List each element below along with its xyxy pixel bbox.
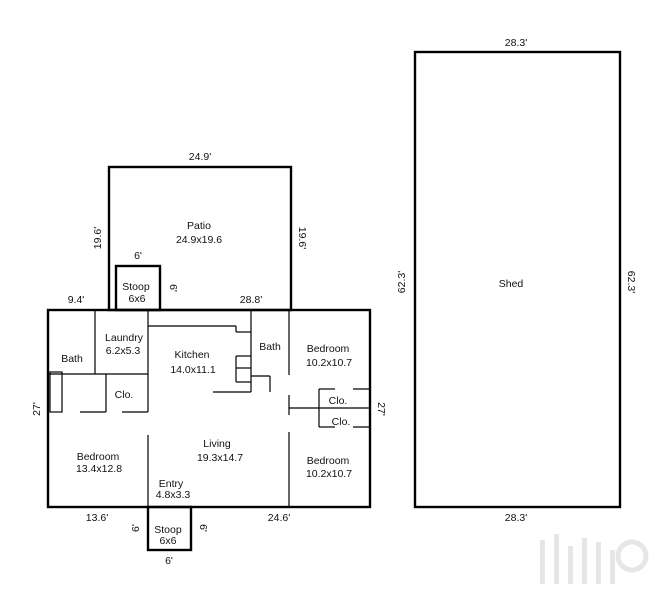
front-stoop-outline	[146, 505, 193, 552]
shed-left-label: 62.3'	[396, 271, 408, 293]
house-top-right-label: 28.8'	[240, 294, 262, 306]
bathtub	[49, 371, 63, 413]
house-bottom-right-label: 24.6'	[268, 512, 290, 524]
back-stoop-name: Stoop	[122, 281, 150, 293]
bedroom-ne-size: 10.2x10.7	[306, 357, 352, 369]
shed-top-label: 28.3'	[505, 37, 527, 49]
house-top-left-label: 9.4'	[68, 294, 85, 306]
house-left-label: 27'	[31, 402, 43, 416]
shed-right-label: 62.3'	[625, 271, 637, 293]
patio-size: 24.9x19.6	[176, 234, 222, 246]
bedroom-ne-name: Bedroom	[307, 343, 350, 355]
front-stoop-name: Stoop	[154, 524, 182, 536]
front-stoop-size: 6x6	[160, 535, 177, 547]
patio-name: Patio	[187, 220, 211, 232]
living-size: 19.3x14.7	[197, 452, 243, 464]
bedroom-se-name: Bedroom	[307, 455, 350, 467]
watermark	[540, 534, 649, 584]
shed-name: Shed	[499, 278, 524, 290]
closet-right-top-name: Clo.	[329, 395, 348, 407]
laundry-name: Laundry	[105, 332, 144, 344]
patio-right-label: 19.6'	[296, 227, 308, 249]
entry-name: Entry	[159, 478, 184, 490]
kitchen-name: Kitchen	[174, 349, 209, 361]
laundry-size: 6.2x5.3	[106, 345, 141, 357]
back-stoop-top-label: 6'	[134, 250, 142, 262]
kitchen-size: 14.0x11.1	[170, 364, 216, 376]
bedroom-w-size: 13.4x12.8	[76, 463, 122, 475]
front-stoop-bottom-label: 6'	[165, 555, 173, 567]
interior-walls	[48, 310, 370, 507]
entry-size: 4.8x3.3	[156, 489, 191, 501]
bedroom-se-size: 10.2x10.7	[306, 468, 352, 480]
bedroom-w-name: Bedroom	[77, 451, 120, 463]
living-name: Living	[203, 438, 231, 450]
house-right-label: 27'	[375, 402, 387, 416]
shed-bottom-label: 28.3'	[505, 512, 527, 524]
front-stoop-left-label: 6'	[130, 524, 142, 532]
back-stoop-size: 6x6	[129, 293, 146, 305]
bath-center-name: Bath	[259, 341, 281, 353]
front-stoop-right-label: 6'	[197, 524, 209, 532]
house-bottom-left-label: 13.6'	[86, 512, 108, 524]
back-stoop-right-label: 6'	[167, 284, 179, 292]
patio-left-label: 19.6'	[92, 227, 104, 249]
patio-width-label: 24.9'	[189, 151, 211, 163]
bath-left-name: Bath	[61, 353, 83, 365]
closet-right-bottom-name: Clo.	[332, 416, 351, 428]
closet-left-name: Clo.	[115, 389, 134, 401]
shed-outline	[413, 50, 622, 509]
